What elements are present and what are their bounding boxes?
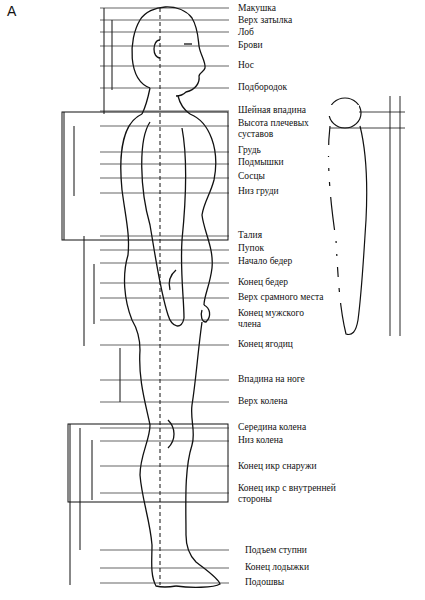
back-leg xyxy=(140,350,176,587)
level-label: Начало бедер xyxy=(237,256,359,267)
level-line xyxy=(100,66,229,67)
level-label: Нос xyxy=(237,60,359,71)
top-view-line xyxy=(330,128,405,129)
level-line xyxy=(100,320,229,321)
front-line xyxy=(190,114,216,305)
level-line xyxy=(100,441,229,442)
level-label: Макушка xyxy=(237,3,359,14)
level-label: Верх срамного места xyxy=(237,292,359,303)
level-line xyxy=(100,193,229,194)
bracket-line xyxy=(64,112,65,240)
level-label: Подбородок xyxy=(237,82,359,93)
level-line xyxy=(100,46,229,47)
level-line xyxy=(100,428,229,429)
bracket-line xyxy=(74,126,75,196)
level-label: Конец ягодиц xyxy=(237,339,359,350)
bracket-line xyxy=(120,348,121,402)
level-label: Подмышки xyxy=(237,157,359,168)
level-label: Низ колена xyxy=(237,435,359,446)
level-line xyxy=(100,550,229,551)
level-label: Конец икр снаружи xyxy=(237,461,359,472)
body-outline xyxy=(121,7,220,587)
level-label: Брови xyxy=(237,40,359,51)
level-label: Лоб xyxy=(237,27,359,38)
level-line xyxy=(100,32,229,33)
level-line xyxy=(100,250,229,251)
bracket-line xyxy=(70,424,71,585)
level-label: Низ груди xyxy=(237,186,359,197)
front-leg xyxy=(176,322,220,587)
level-label: Конец лодыжки xyxy=(244,562,366,573)
level-label: Талия xyxy=(237,230,359,241)
elbow-mark xyxy=(169,270,176,290)
level-line xyxy=(100,236,229,237)
level-line xyxy=(100,298,229,299)
eye xyxy=(184,43,192,44)
level-line xyxy=(100,164,229,165)
level-label: Впадина на ноге xyxy=(237,374,359,385)
level-line xyxy=(100,178,229,179)
level-label: Подошвы xyxy=(244,577,366,588)
groin xyxy=(201,305,209,322)
level-label: Сосцы xyxy=(237,171,359,182)
level-line xyxy=(100,568,229,569)
bracket-line xyxy=(112,20,113,90)
proportion-brackets xyxy=(62,8,228,585)
bracket-line xyxy=(94,264,95,324)
level-line xyxy=(100,493,229,494)
bracket-line xyxy=(92,440,93,500)
center-line xyxy=(160,8,161,585)
level-line xyxy=(100,263,229,264)
level-line xyxy=(100,345,229,346)
neck xyxy=(142,88,190,114)
level-line xyxy=(100,402,229,403)
bracket-line xyxy=(104,8,105,114)
bracket-line xyxy=(84,236,85,346)
level-line xyxy=(100,380,229,381)
level-label: Подъем ступни xyxy=(244,545,366,556)
level-line xyxy=(100,88,229,89)
level-label: Верх затылка xyxy=(237,15,359,26)
top-view-bracket xyxy=(400,96,401,336)
torso-frame xyxy=(62,112,228,240)
level-label: Конец мужского члена xyxy=(237,308,319,330)
level-label: Высота плечевых суставов xyxy=(237,118,325,140)
top-view-bracket xyxy=(390,96,391,336)
shin-frame xyxy=(68,424,228,502)
level-lines xyxy=(100,8,229,583)
level-label: Верх колена xyxy=(237,396,359,407)
level-label: Шейная впадина xyxy=(237,105,359,116)
level-line xyxy=(100,8,229,9)
figure-letter: А xyxy=(6,4,38,19)
level-label: Конец икр с внутренней стороны xyxy=(237,483,351,505)
level-line xyxy=(100,126,229,127)
level-line xyxy=(100,152,229,153)
level-line xyxy=(100,283,229,284)
back-line xyxy=(121,114,142,350)
level-line xyxy=(100,466,229,467)
arm xyxy=(142,122,186,326)
level-line xyxy=(100,20,229,21)
bracket-line xyxy=(80,428,81,550)
level-label: Середина колена xyxy=(237,422,359,433)
ear xyxy=(154,40,160,58)
level-label: Грудь xyxy=(237,145,359,156)
level-line xyxy=(100,583,229,584)
level-label: Конец бедер xyxy=(237,277,359,288)
level-line xyxy=(100,111,229,112)
level-label: Пупок xyxy=(237,243,359,254)
